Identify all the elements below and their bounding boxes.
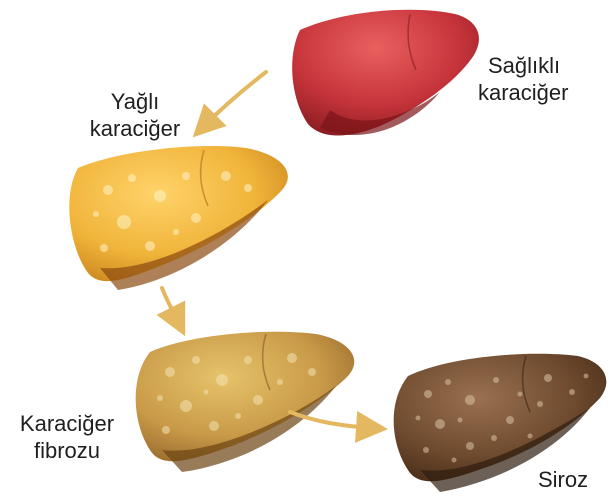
fatty-label-line-1: Yağlı [80, 88, 190, 115]
cirrhosis-label-line-1: Siroz [538, 466, 588, 493]
arrow-fatty-to-fibrosis [162, 288, 178, 322]
fibrosis-liver-label: Karaciğer fibrozu [4, 410, 130, 464]
healthy-liver-illustration [292, 10, 479, 136]
fatty-label-line-2: karaciğer [80, 115, 190, 142]
healthy-label-line-2: karaciğer [478, 79, 568, 106]
healthy-label-line-1: Sağlıklı [478, 52, 568, 79]
cirrhosis-liver-label: Siroz [538, 466, 588, 493]
healthy-liver-label: Sağlıklı karaciğer [478, 52, 568, 106]
fibrosis-label-line-2: fibrozu [4, 437, 130, 464]
arrow-healthy-to-fatty [204, 72, 266, 126]
arrow-fibrosis-to-cirrhosis [290, 412, 372, 428]
fatty-liver-illustration [69, 146, 288, 290]
fibrosis-liver-illustration [136, 332, 355, 472]
fibrosis-label-line-1: Karaciğer [4, 410, 130, 437]
fatty-liver-label: Yağlı karaciğer [80, 88, 190, 142]
